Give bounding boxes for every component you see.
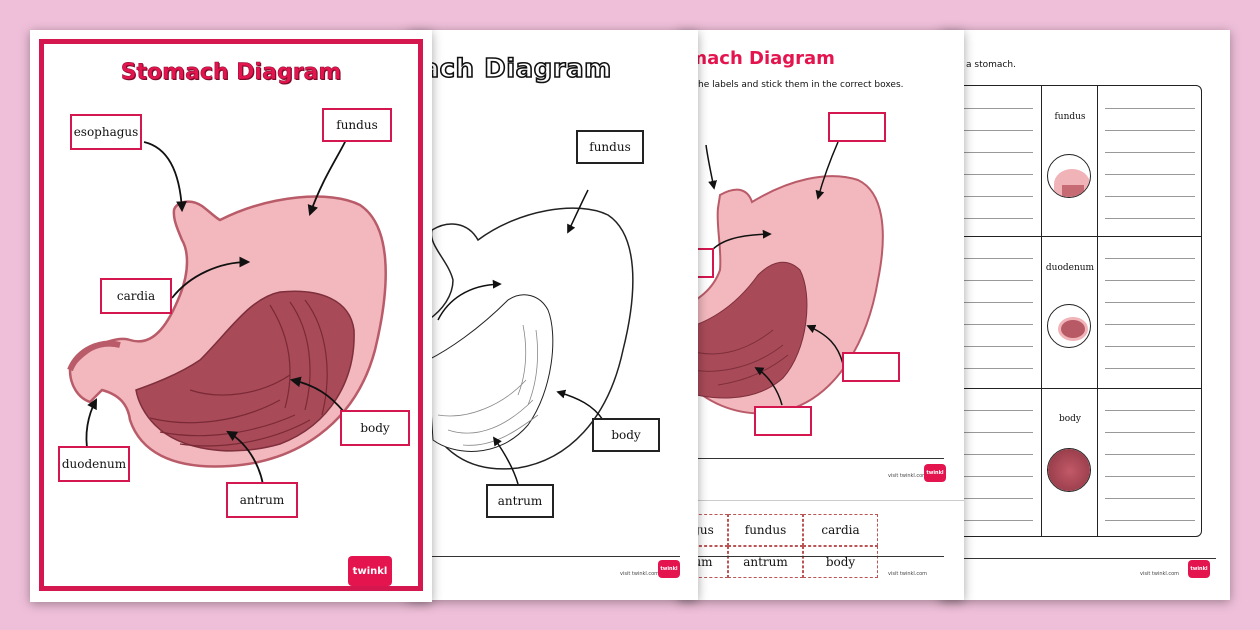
writing-line[interactable] (961, 174, 1033, 175)
stomach-illustration (678, 141, 884, 415)
label-cardia: cardia (100, 278, 172, 314)
writing-line[interactable] (961, 258, 1033, 259)
body-thumbnail (1047, 448, 1091, 492)
empty-label-box (754, 406, 812, 436)
label-fundus: fundus (576, 130, 644, 164)
stomach-illustration (67, 139, 387, 493)
writing-line[interactable] (1105, 520, 1195, 521)
coloring-page: mach Diagram fundus body antrum visit tw… (408, 30, 698, 600)
writing-line[interactable] (1105, 174, 1195, 175)
writing-line[interactable] (1105, 368, 1195, 369)
writing-line[interactable] (961, 324, 1033, 325)
cut-out-labels-grid: gus fundus cardia um antrum body (678, 514, 878, 578)
cut-stick-instructions: he labels and stick them in the correct … (698, 80, 904, 90)
duodenum-thumbnail (1047, 304, 1091, 348)
cut-stick-footer-bottom: visit twinkl.com (888, 571, 928, 577)
writing-line[interactable] (961, 218, 1033, 219)
stomach-outline (422, 189, 634, 485)
writing-line[interactable] (961, 432, 1033, 433)
cut-label[interactable]: cardia (803, 514, 878, 546)
writing-line[interactable] (961, 196, 1033, 197)
writing-line[interactable] (1105, 410, 1195, 411)
label-antrum: antrum (226, 482, 298, 518)
writing-line[interactable] (961, 130, 1033, 131)
writing-line[interactable] (1105, 432, 1195, 433)
writing-line[interactable] (1105, 280, 1195, 281)
writing-line[interactable] (961, 152, 1033, 153)
twinkl-logo: twinkl (1188, 560, 1210, 578)
writing-line[interactable] (1105, 258, 1195, 259)
writing-line[interactable] (1105, 218, 1195, 219)
label-body: body (340, 410, 410, 446)
twinkl-logo: twinkl (924, 464, 946, 482)
worksheet-row-label: body (1058, 414, 1082, 424)
cut-stick-page: omach Diagram he labels and stick them i… (678, 30, 964, 600)
writing-line[interactable] (1105, 302, 1195, 303)
writing-line[interactable] (961, 368, 1033, 369)
writing-line[interactable] (1105, 196, 1195, 197)
writing-line[interactable] (1105, 454, 1195, 455)
worksheet-row-label: fundus (1054, 112, 1086, 122)
cut-stick-footer: visit twinkl.com (888, 473, 928, 479)
worksheet-page: f a stomach. fundus duodenum body visit … (940, 30, 1230, 600)
label-fundus: fundus (322, 108, 392, 142)
writing-line[interactable] (961, 108, 1033, 109)
writing-line[interactable] (1105, 130, 1195, 131)
label-body: body (592, 418, 660, 452)
twinkl-logo: twinkl (348, 556, 392, 586)
empty-label-box (828, 112, 886, 142)
poster-border (39, 39, 423, 591)
writing-line[interactable] (1105, 498, 1195, 499)
cut-stick-title: omach Diagram (678, 48, 835, 69)
writing-line[interactable] (1105, 476, 1195, 477)
writing-line[interactable] (961, 346, 1033, 347)
label-antrum: antrum (486, 484, 554, 518)
writing-line[interactable] (961, 476, 1033, 477)
writing-line[interactable] (1105, 324, 1195, 325)
writing-line[interactable] (961, 520, 1033, 521)
worksheet-footer: visit twinkl.com (1140, 571, 1180, 577)
poster-title: Stomach Diagram (120, 60, 342, 86)
cut-label[interactable]: fundus (728, 514, 803, 546)
twinkl-logo: twinkl (658, 560, 680, 578)
label-duodenum: duodenum (58, 446, 130, 482)
writing-line[interactable] (961, 498, 1033, 499)
fundus-thumbnail (1047, 154, 1091, 198)
coloring-footer: visit twinkl.com (620, 571, 660, 577)
label-esophagus: esophagus (70, 114, 142, 150)
cut-label[interactable]: body (803, 546, 878, 578)
worksheet-table: fundus duodenum body (954, 85, 1202, 537)
writing-line[interactable] (961, 280, 1033, 281)
poster-page: Stomach Diagram esophagus fundus cardia … (30, 30, 432, 602)
writing-line[interactable] (1105, 346, 1195, 347)
writing-line[interactable] (961, 302, 1033, 303)
worksheet-row-label: duodenum (1045, 263, 1095, 273)
writing-line[interactable] (1105, 108, 1195, 109)
coloring-title: mach Diagram (408, 53, 612, 85)
writing-line[interactable] (961, 410, 1033, 411)
writing-line[interactable] (961, 454, 1033, 455)
cut-label[interactable]: antrum (728, 546, 803, 578)
empty-label-box (842, 352, 900, 382)
worksheet-instructions: f a stomach. (960, 60, 1016, 70)
writing-line[interactable] (1105, 152, 1195, 153)
